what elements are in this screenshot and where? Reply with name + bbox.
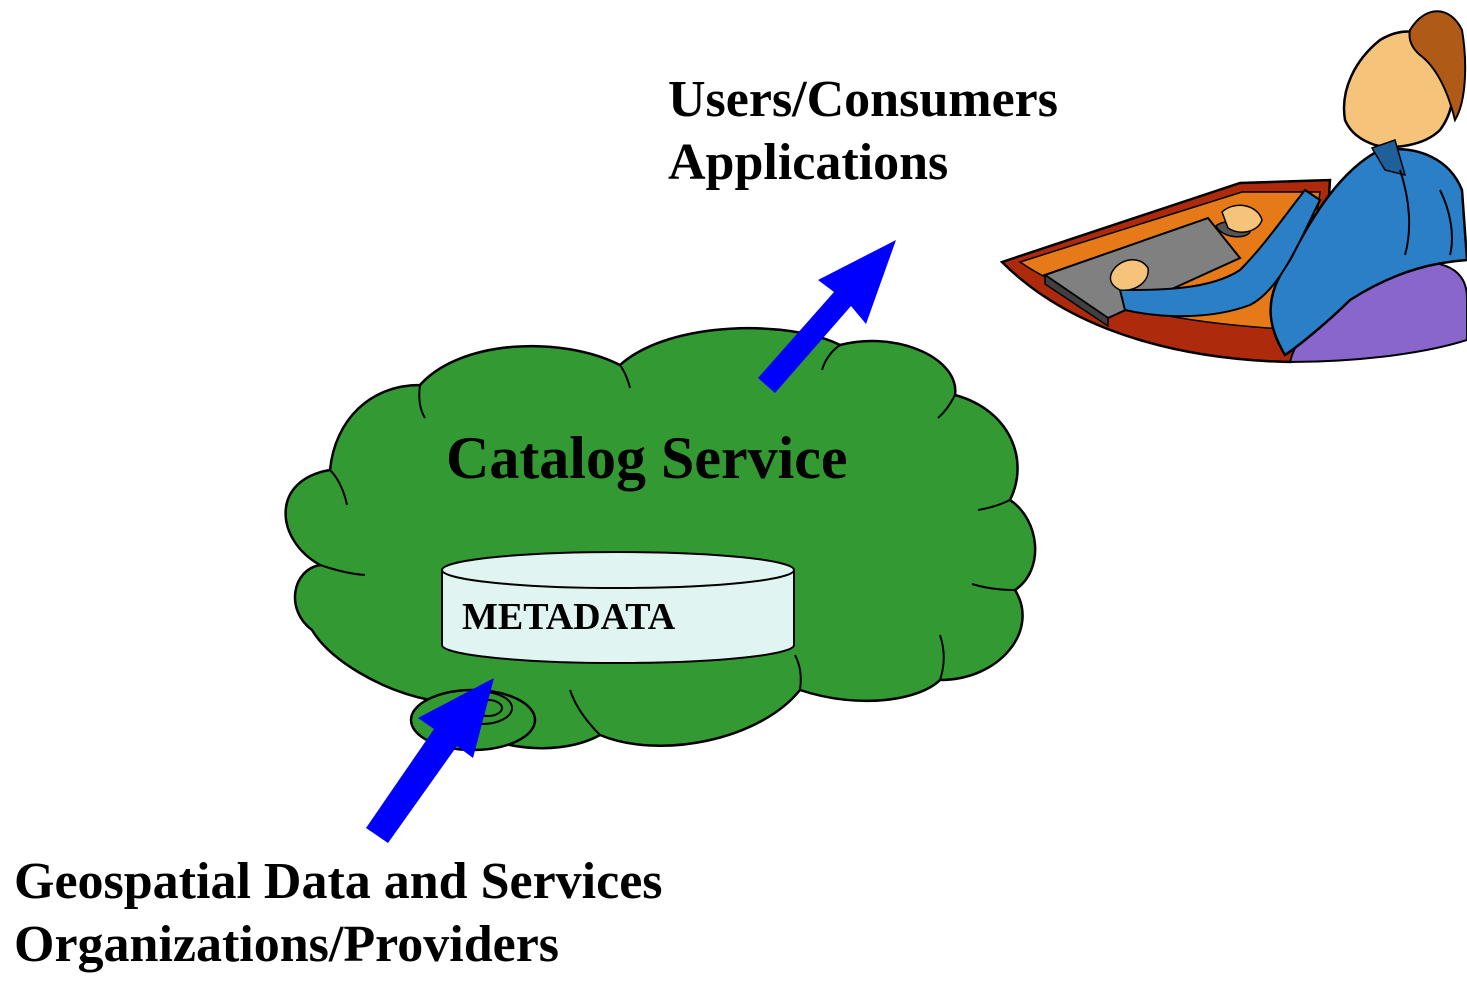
collar [1370, 139, 1407, 177]
cloud-curl [794, 654, 802, 691]
consumers-label: Users/Consumers Applications [668, 74, 1058, 200]
consumers-label-line1: Users/Consumers [668, 71, 1058, 128]
cloud-curl [937, 394, 956, 419]
metadata-label: METADATA [462, 596, 676, 638]
metadata-store [441, 551, 795, 664]
providers-label-line1: Geospatial Data and Services [14, 853, 663, 910]
person-at-computer-icon [999, 10, 1467, 364]
providers-label-line2: Organizations/Providers [14, 916, 560, 973]
cloud-curl [569, 689, 601, 736]
arrow-from-providers [366, 678, 494, 843]
cloud-curl [319, 564, 366, 576]
cloud-shape [284, 326, 1037, 750]
cloud-curl [977, 499, 1011, 511]
hand-left [1109, 259, 1149, 291]
cloud-curl [329, 469, 348, 506]
catalog-service-title: Catalog Service [446, 425, 848, 491]
consumers-label-line2: Applications [668, 134, 949, 191]
cylinder-body [441, 570, 795, 664]
arm [1118, 188, 1322, 318]
keyboard-edge [1044, 273, 1109, 328]
cloud-curl [821, 344, 841, 371]
cloud-curl [971, 583, 1016, 591]
hand-right [1221, 204, 1263, 233]
providers-label: Geospatial Data and Services Organizatio… [14, 856, 663, 982]
cloud-curl [619, 364, 631, 389]
shirt-fold [1439, 189, 1453, 256]
arrow-to-consumers [758, 240, 896, 393]
shirt-fold [1399, 169, 1411, 256]
cloud-curl [939, 634, 945, 681]
catalog-service-cloud [284, 326, 1037, 750]
cylinder-top [441, 551, 795, 589]
cloud-curl [418, 384, 426, 419]
hair [1408, 10, 1467, 123]
